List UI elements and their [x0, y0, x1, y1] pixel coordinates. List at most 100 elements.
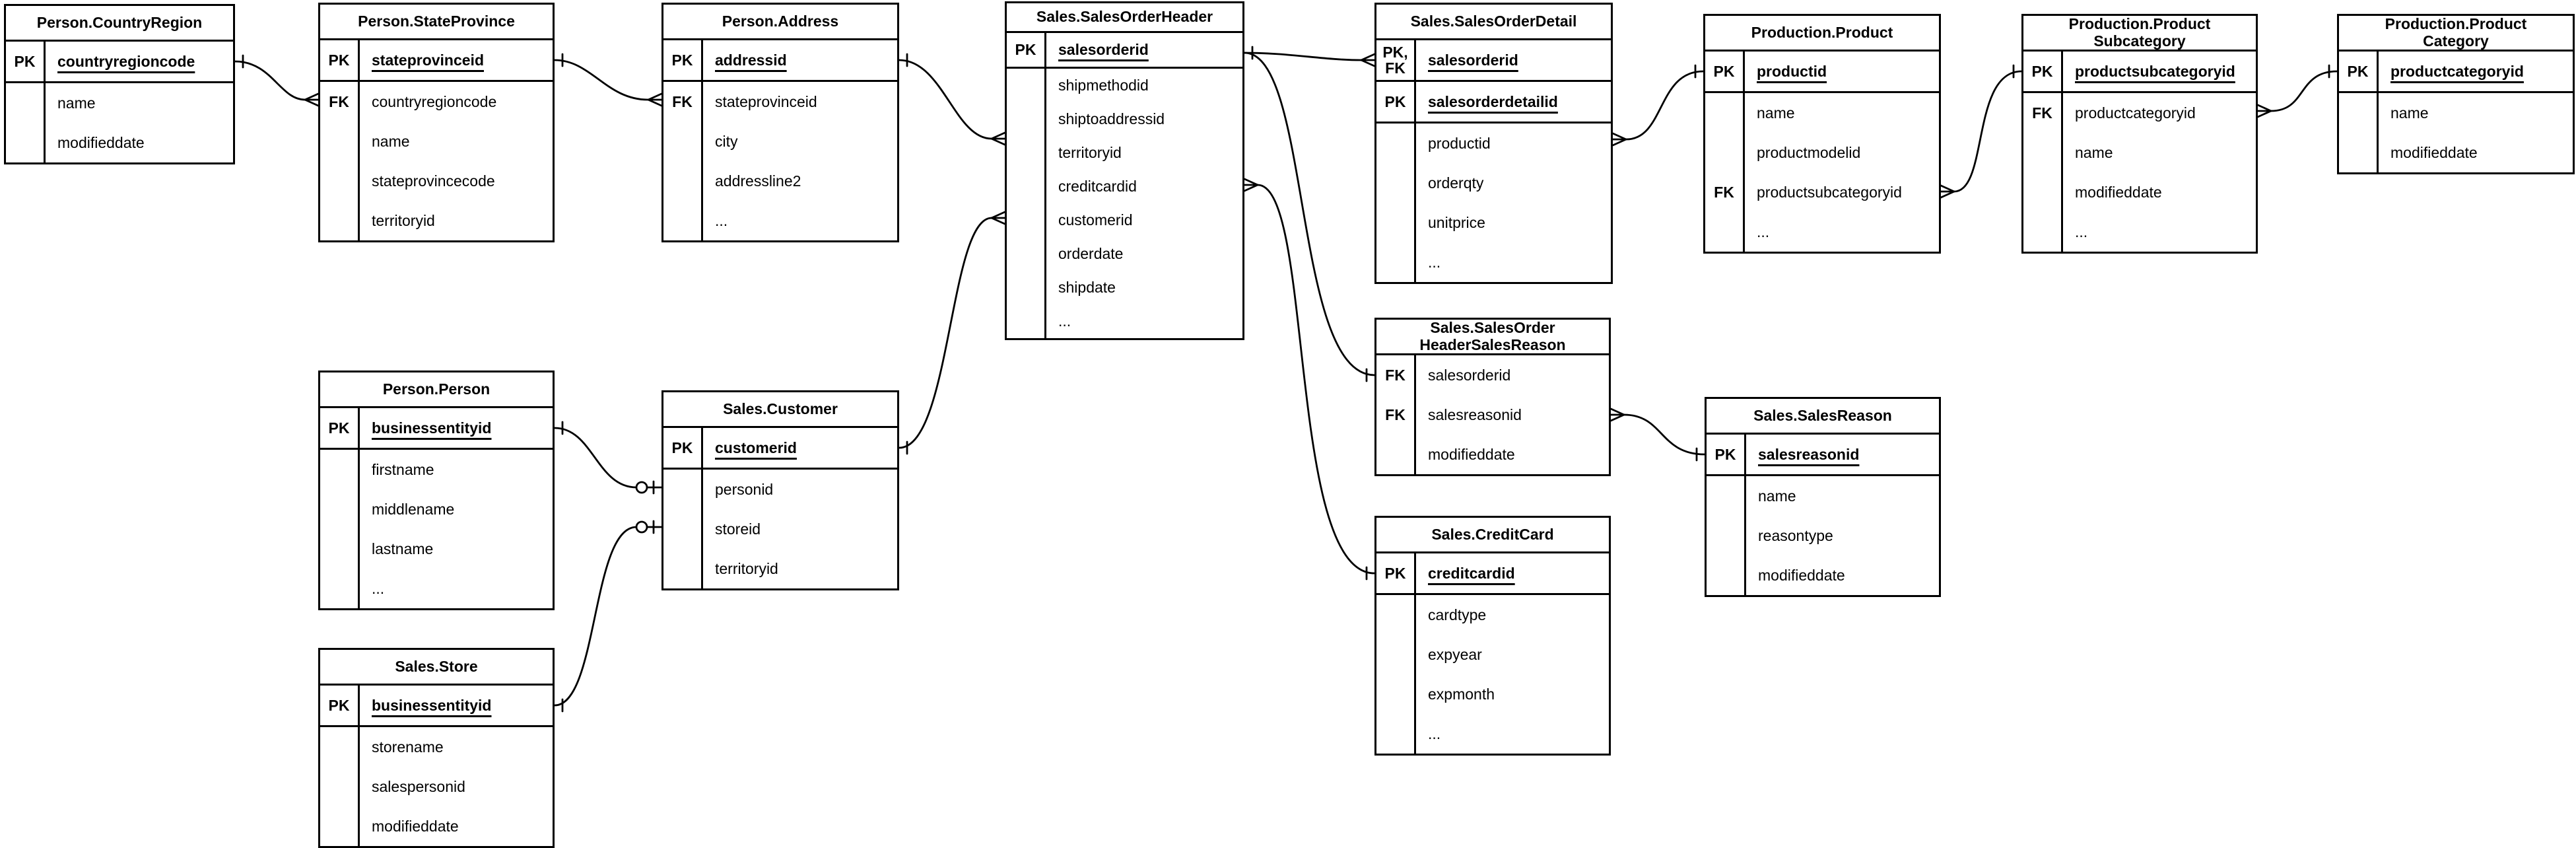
entity-person-countryregion: Person.CountryRegion PK countryregioncod… [4, 4, 235, 164]
attribute-row: lastname [320, 529, 553, 569]
key-tag: PK [1384, 92, 1406, 110]
attribute-name: reasontype [1758, 526, 1833, 544]
entity-sales-store: Sales.Store PK businessentityid storenam… [318, 648, 555, 848]
attribute-row: ... [2023, 212, 2256, 252]
attribute-name: stateprovinceid [715, 92, 817, 110]
entity-title: Person.Person [318, 371, 555, 408]
key-section: PK businessentityid [318, 686, 555, 727]
primary-key-name: salesreasonid [1758, 445, 1860, 463]
attribute-row: name [320, 122, 553, 161]
attribute-row: name [1705, 93, 1939, 133]
attribute-section: name reasontype modifieddate [1705, 476, 1941, 597]
key-section: PK creditcardid [1374, 553, 1611, 595]
entity-sales-salesorderdetail: Sales.SalesOrderDetail PK, FK salesorder… [1374, 3, 1613, 284]
attribute-name: middlename [372, 500, 455, 518]
key-row: PK addressid [663, 40, 897, 80]
key-tag: FK [1714, 183, 1734, 201]
attribute-row: customerid [1007, 203, 1242, 237]
attribute-row: addressline2 [663, 161, 897, 201]
key-tag: PK [1714, 445, 1736, 463]
attribute-name: modifieddate [2390, 143, 2478, 161]
attribute-row: name [6, 83, 233, 123]
key-row: PK salesreasonid [1707, 435, 1939, 474]
attribute-row: storeid [663, 509, 897, 549]
entity-title: Sales.Store [318, 648, 555, 686]
attribute-name: stateprovincecode [372, 172, 495, 190]
relationship-creditcard-salesorderheader [1243, 178, 1376, 581]
entity-sales-salesorderheadersalesreason: Sales.SalesOrder HeaderSalesReason FK sa… [1374, 318, 1611, 476]
key-tag: PK [671, 439, 693, 456]
attribute-name: firstname [372, 460, 434, 478]
key-section: PK countryregioncode [4, 42, 235, 83]
attribute-row: middlename [320, 489, 553, 529]
key-tag: FK [672, 92, 693, 110]
attribute-name: salespersonid [372, 777, 465, 795]
entity-title: Person.StateProvince [318, 3, 555, 40]
attribute-row: modifieddate [320, 806, 553, 846]
attribute-row: territoryid [663, 549, 897, 588]
key-row: PK productsubcategoryid [2023, 52, 2256, 91]
attribute-name: productmodelid [1757, 143, 1861, 161]
entity-title: Sales.SalesOrder HeaderSalesReason [1374, 318, 1611, 355]
attribute-name: productid [1428, 134, 1491, 152]
entity-sales-salesreason: Sales.SalesReason PK salesreasonid name … [1705, 397, 1941, 597]
relationship-salesreason-salesorderheadersalesreason [1610, 407, 1706, 462]
key-row: PK, FK salesorderid [1376, 40, 1611, 80]
attribute-name: city [715, 132, 738, 150]
entity-title: Person.CountryRegion [4, 4, 235, 42]
attribute-name: modifieddate [1428, 445, 1515, 463]
attribute-row: FK countryregioncode [320, 82, 553, 122]
attribute-row: ... [1376, 242, 1611, 282]
attribute-row: firstname [320, 450, 553, 489]
key-section: PK productid [1703, 52, 1941, 93]
attribute-name: territoryid [715, 559, 778, 577]
key-tag: FK [2032, 104, 2052, 122]
attribute-name: shipmethodid [1058, 77, 1149, 94]
attribute-row: name [2023, 133, 2256, 172]
primary-key-name: countryregioncode [57, 52, 195, 70]
key-section: PK salesorderid [1005, 33, 1244, 69]
attribute-section: cardtype expyear expmonth ... [1374, 595, 1611, 756]
attribute-name: productcategoryid [2075, 104, 2196, 122]
entity-title: Production.Product Subcategory [2021, 14, 2258, 52]
primary-key-name: addressid [715, 51, 787, 69]
attribute-row: ... [1705, 212, 1939, 252]
attribute-row: modifieddate [1376, 435, 1609, 474]
entity-sales-customer: Sales.Customer PK customerid personid st… [661, 390, 899, 590]
primary-key-name: businessentityid [372, 696, 492, 714]
relationship-salesorderheader-salesorderheadersalesreason [1243, 52, 1376, 382]
attribute-name: storename [372, 738, 444, 756]
attribute-row: shipmethodid [1007, 69, 1242, 102]
key-section: PK customerid [661, 428, 899, 470]
key-tag: PK [1015, 41, 1036, 59]
attribute-name: unitprice [1428, 213, 1485, 231]
key-tag: PK [671, 51, 693, 69]
primary-key-name: salesorderid [1428, 51, 1518, 69]
attribute-row: salespersonid [320, 767, 553, 806]
attribute-name: ... [1757, 223, 1770, 240]
key-row: PK businessentityid [320, 686, 553, 725]
attribute-name: name [57, 94, 96, 112]
attribute-row: ... [663, 201, 897, 240]
attribute-name: territoryid [1058, 144, 1122, 161]
key-section: PK salesorderdetailid [1374, 82, 1613, 124]
relationship-store-customer [553, 520, 663, 713]
attribute-row: productid [1376, 124, 1611, 163]
attribute-row: orderqty [1376, 163, 1611, 203]
key-tag: PK [328, 696, 350, 714]
key-row: PK businessentityid [320, 408, 553, 448]
entity-title: Person.Address [661, 3, 899, 40]
attribute-name: modifieddate [372, 817, 459, 835]
attribute-row: productmodelid [1705, 133, 1939, 172]
attribute-row: FK salesreasonid [1376, 395, 1609, 435]
attribute-name: productsubcategoryid [1757, 183, 1902, 201]
attribute-section: shipmethodid shiptoaddressid territoryid… [1005, 69, 1244, 340]
attribute-section: FK salesorderid FK salesreasonid modifie… [1374, 355, 1611, 476]
entity-title: Sales.SalesOrderDetail [1374, 3, 1613, 40]
attribute-row: FK salesorderid [1376, 355, 1609, 395]
attribute-name: cardtype [1428, 606, 1487, 623]
attribute-row: reasontype [1707, 516, 1939, 555]
attribute-name: modifieddate [57, 133, 145, 151]
relationship-stateprovince-address [553, 53, 663, 107]
attribute-row: unitprice [1376, 203, 1611, 242]
